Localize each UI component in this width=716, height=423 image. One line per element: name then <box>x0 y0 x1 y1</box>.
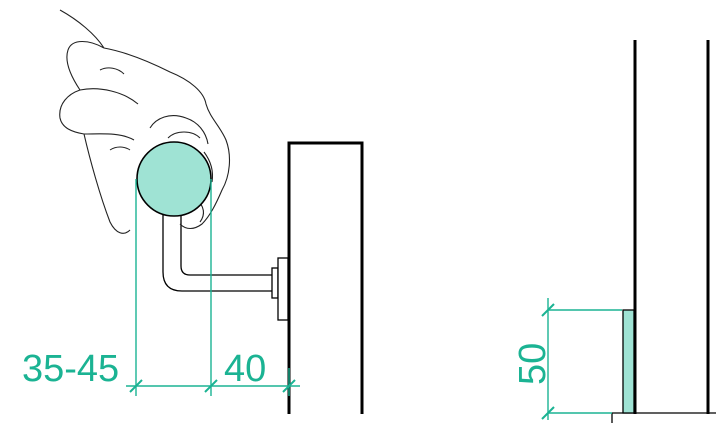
handrail-section <box>136 141 212 217</box>
dimension-label-upstand: 50 <box>512 343 554 385</box>
wall-right <box>611 40 716 423</box>
upstand-strip <box>622 309 635 414</box>
dimension-label-clearance: 40 <box>224 348 266 390</box>
wall-bracket <box>162 215 289 321</box>
dimension-label-grip: 35-45 <box>22 348 119 390</box>
dimension-lines-left <box>126 179 300 396</box>
dimension-lines-right <box>541 298 622 420</box>
hand-icon <box>59 9 231 234</box>
wall-left <box>287 141 364 414</box>
